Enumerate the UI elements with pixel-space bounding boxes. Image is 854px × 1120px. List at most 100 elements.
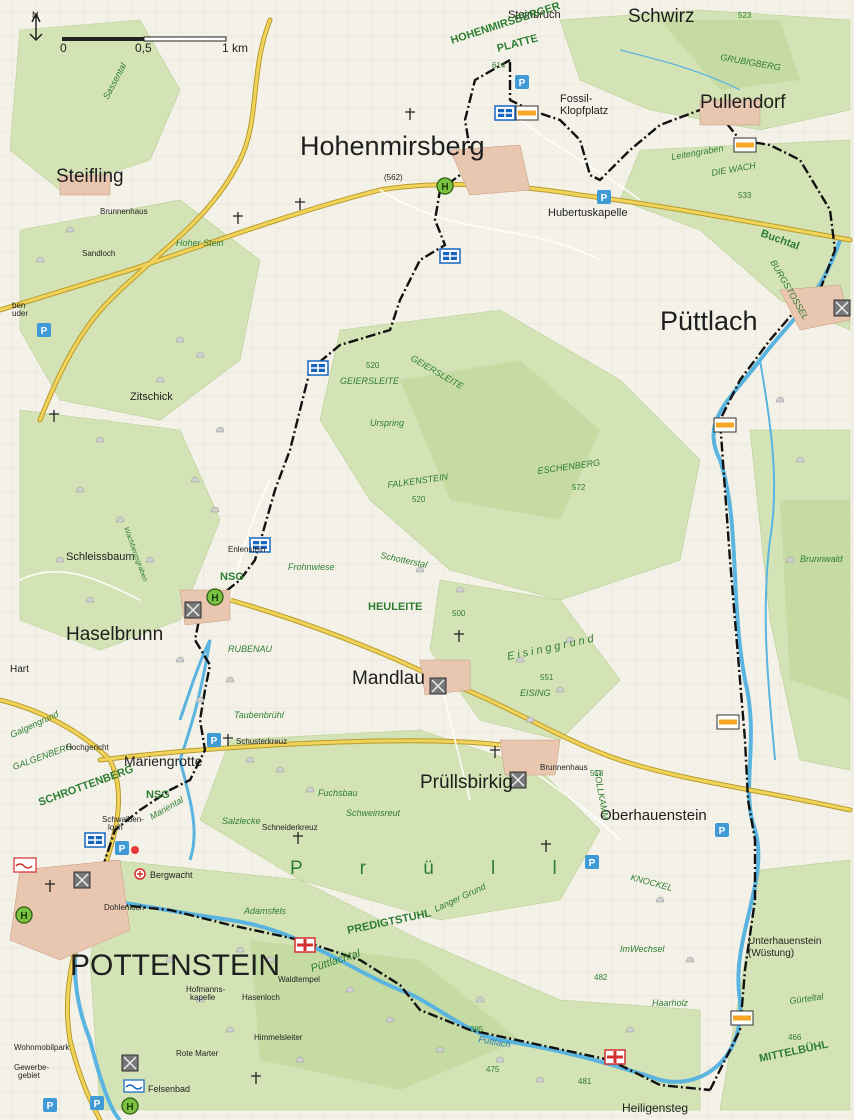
label-enlenstein: Enlenstein [228,545,265,554]
label-brunnenhaus-1: Brunnenhaus [100,207,148,216]
label-schwalbenloch-2: loch [108,823,123,832]
label-haselbrunn: Haselbrunn [66,624,163,645]
north-label: N [32,10,39,20]
label-platte-ele: 614 [492,61,506,70]
scale-bar: N 0 0,5 1 km [29,10,248,55]
label-ele-551: 551 [540,673,554,682]
label-nsg-2: NSG [146,789,170,801]
label-ele-482: 482 [594,973,608,982]
label-brunnenhaus-2: Brunnenhaus [540,763,588,772]
scale-label: 0,5 [135,41,152,55]
label-ele-475: 475 [486,1065,500,1074]
bus-label: H [20,911,27,922]
label-eising: EISING [520,688,551,698]
poi-labels: Brunnenhaus Brunnenhaus Sandloch Enlenst… [12,207,588,1094]
label-ele-533: 533 [738,191,752,200]
parking-label: P [519,78,526,89]
label-hofmannskapelle-2: kapelle [190,993,216,1002]
parking-label: P [47,1101,54,1112]
label-hochgericht: Hochgericht [66,743,109,752]
label-hasenloch: Hasenloch [242,993,280,1002]
label-ele-520b: 520 [412,495,426,504]
label-schleissbaum: Schleissbaum [66,551,134,563]
label-ele-572: 572 [572,483,586,492]
parking-label: P [119,844,126,855]
label-imwechsel: ImWechsel [620,944,665,954]
label-haarholz: Haarholz [652,998,689,1008]
label-pottenstein: POTTENSTEIN [70,949,280,982]
scale-label: 1 km [222,41,248,55]
label-hofmannskapelle: Hofmanns- [186,985,225,994]
label-ele-518: 518 [590,769,604,778]
label-oberhauenstein: Oberhauenstein [600,807,707,824]
parking-label: P [601,193,608,204]
location-dot [131,846,139,854]
label-fuchsbau: Fuchsbau [318,788,358,798]
label-felsenbad: Felsenbad [148,1084,190,1094]
label-hohenmirsberg: Hohenmirsberg [300,131,485,161]
label-guerteltal: Gürteltal [789,991,825,1006]
label-bergwacht: Bergwacht [150,870,193,880]
label-puettlach: Püttlach [660,306,758,336]
label-heiligensteg: Heiligensteg [622,1101,688,1115]
label-gewerbe: Gewerbe- [14,1063,49,1072]
label-fossil: Fossil- [560,93,593,105]
label-dohlenloch: Dohlenloch [104,903,144,912]
label-zitschick: Zitschick [130,391,173,403]
label-ben: ben [12,301,25,310]
label-pruell: P r ü l l [290,858,583,879]
label-urspring: Urspring [370,418,404,428]
label-wohnmobilpark: Wohnmobilpark [14,1043,70,1052]
parking-label: P [719,826,726,837]
label-himmelsleiter: Himmelsleiter [254,1033,303,1042]
bus-label: H [211,593,218,604]
label-rubenau: RUBENAU [228,644,273,654]
parking-label: P [94,1099,101,1110]
label-geiersleite-2: GEIERSLEITE [340,376,400,386]
label-ele-523: 523 [738,11,752,20]
label-salzlecke: Salzlecke [222,816,261,826]
label-heuleite: HEULEITE [368,601,422,613]
label-brunnwald: Brunnwald [800,554,844,564]
label-steinbruch: Steinbruch [508,9,561,21]
bus-label: H [441,182,448,193]
label-mariengrotte: Mariengrotte [124,753,203,769]
label-uder: uder [12,309,28,318]
label-rote-marter: Rote Marter [176,1049,219,1058]
label-ele-520a: 520 [366,361,380,370]
town-labels: Hohenmirsberg (562) Steifling Püttlach P… [10,6,821,1115]
label-ele-500: 500 [452,609,466,618]
label-schweinsreut: Schweinsreut [346,808,401,818]
label-mandlau: Mandlau [352,668,425,689]
label-ele-466: 466 [788,1033,802,1042]
label-wuestung: (Wüstung) [748,948,794,959]
swimming-icon [13,857,37,873]
label-adamsfels: Adamsfels [243,906,287,916]
label-schusterkreuz: Schusterkreuz [236,737,287,746]
parking-label: P [589,858,596,869]
label-waldtempel: Waldtempel [278,975,320,984]
label-pullendorf: Pullendorf [700,92,786,113]
label-hubertuskapelle: Hubertuskapelle [548,207,628,219]
label-ele-385: 385 [470,1025,484,1034]
label-schwirz: Schwirz [628,6,695,27]
label-hoher-stein: Hoher Stein [176,238,224,248]
bus-label: H [126,1102,133,1113]
label-hart: Hart [10,664,29,675]
label-sandloch: Sandloch [82,249,115,258]
label-nsg-1: NSG [220,571,244,583]
parking-label: P [211,736,218,747]
label-taubenbruehl: Taubenbrühl [234,710,285,720]
parking-label: P [41,326,48,337]
label-schneiderkreuz: Schneiderkreuz [262,823,318,832]
cross-symbols [45,108,551,1084]
label-steifling: Steifling [56,166,124,187]
label-gebiet: gebiet [18,1071,41,1080]
label-ele-481: 481 [578,1077,592,1086]
label-schwalbenloch: Schwalben- [102,815,144,824]
label-klopfplatz: Klopfplatz [560,105,608,117]
scale-label: 0 [60,41,67,55]
label-unterhauenstein: Unterhauenstein [748,936,821,947]
label-hohenmirsberg-ele: (562) [384,173,403,182]
